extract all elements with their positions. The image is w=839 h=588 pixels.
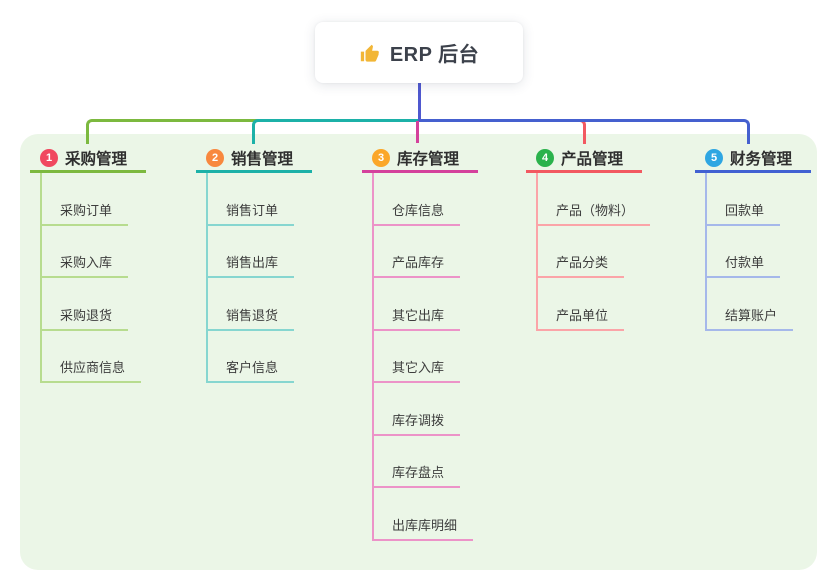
branch-purchase: 1 采购管理 采购订单 采购入库 采购退货 供应商信息 bbox=[30, 146, 146, 383]
branches-panel bbox=[20, 134, 817, 570]
child-label: 销售订单 bbox=[208, 204, 295, 226]
child-node[interactable]: 付款单 bbox=[707, 226, 811, 278]
child-node[interactable]: 其它出库 bbox=[374, 278, 478, 331]
branch-4-title: 产品管理 bbox=[561, 151, 624, 168]
root-title: ERP 后台 bbox=[389, 44, 480, 66]
branch-1-badge: 1 bbox=[40, 149, 58, 167]
child-label: 仓库信息 bbox=[374, 204, 461, 226]
child-label: 销售退货 bbox=[208, 309, 295, 331]
branch-5-children: 回款单 付款单 结算账户 bbox=[705, 173, 811, 331]
child-label: 产品库存 bbox=[374, 256, 461, 278]
branch-finance-node[interactable]: 5 财务管理 bbox=[695, 146, 811, 173]
child-label: 库存调拨 bbox=[374, 414, 461, 436]
child-label: 采购订单 bbox=[42, 204, 129, 226]
thumbs-up-icon bbox=[359, 42, 381, 64]
child-node[interactable]: 供应商信息 bbox=[42, 331, 146, 383]
child-label: 付款单 bbox=[707, 256, 781, 278]
connector-branch-2 bbox=[252, 119, 420, 144]
branch-purchase-node[interactable]: 1 采购管理 bbox=[30, 146, 146, 173]
child-label: 采购入库 bbox=[42, 256, 129, 278]
child-label: 产品（物料） bbox=[538, 204, 651, 226]
branch-sales-node[interactable]: 2 销售管理 bbox=[196, 146, 312, 173]
child-node[interactable]: 采购订单 bbox=[42, 173, 146, 226]
child-node[interactable]: 销售订单 bbox=[208, 173, 312, 226]
child-label: 其它入库 bbox=[374, 361, 461, 383]
branch-product-node[interactable]: 4 产品管理 bbox=[526, 146, 642, 173]
branch-2-title: 销售管理 bbox=[231, 151, 294, 168]
branch-inventory-node[interactable]: 3 库存管理 bbox=[362, 146, 478, 173]
branch-1-title: 采购管理 bbox=[65, 151, 128, 168]
child-label: 库存盘点 bbox=[374, 466, 461, 488]
child-label: 供应商信息 bbox=[42, 361, 142, 383]
child-label: 其它出库 bbox=[374, 309, 461, 331]
child-node[interactable]: 产品（物料） bbox=[538, 173, 651, 226]
child-node[interactable]: 库存调拨 bbox=[374, 383, 478, 436]
child-node[interactable]: 产品单位 bbox=[538, 278, 642, 331]
branch-2-badge: 2 bbox=[206, 149, 224, 167]
child-node[interactable]: 出库库明细 bbox=[374, 488, 478, 541]
branch-3-children: 仓库信息 产品库存 其它出库 其它入库 库存调拨 库存盘点 出库库明细 bbox=[372, 173, 478, 541]
branch-5-title: 财务管理 bbox=[730, 151, 793, 168]
branch-5-badge: 5 bbox=[705, 149, 723, 167]
branch-3-title: 库存管理 bbox=[397, 151, 460, 168]
child-label: 结算账户 bbox=[707, 309, 794, 331]
child-node[interactable]: 结算账户 bbox=[707, 278, 811, 331]
root-node[interactable]: ERP 后台 bbox=[315, 22, 523, 83]
root-connector bbox=[418, 83, 421, 121]
child-node[interactable]: 其它入库 bbox=[374, 331, 478, 383]
child-node[interactable]: 客户信息 bbox=[208, 331, 312, 383]
branch-2-children: 销售订单 销售出库 销售退货 客户信息 bbox=[206, 173, 312, 383]
child-label: 产品分类 bbox=[538, 256, 625, 278]
branch-3-badge: 3 bbox=[372, 149, 390, 167]
branch-sales: 2 销售管理 销售订单 销售出库 销售退货 客户信息 bbox=[196, 146, 312, 383]
child-label: 产品单位 bbox=[538, 309, 625, 331]
branch-finance: 5 财务管理 回款单 付款单 结算账户 bbox=[695, 146, 811, 331]
branch-product: 4 产品管理 产品（物料） 产品分类 产品单位 bbox=[526, 146, 651, 331]
child-node[interactable]: 销售出库 bbox=[208, 226, 312, 278]
child-label: 回款单 bbox=[707, 204, 781, 226]
child-node[interactable]: 销售退货 bbox=[208, 278, 312, 331]
child-node[interactable]: 仓库信息 bbox=[374, 173, 478, 226]
child-node[interactable]: 采购入库 bbox=[42, 226, 146, 278]
branch-4-badge: 4 bbox=[536, 149, 554, 167]
branch-1-children: 采购订单 采购入库 采购退货 供应商信息 bbox=[40, 173, 146, 383]
branch-4-children: 产品（物料） 产品分类 产品单位 bbox=[536, 173, 651, 331]
child-node[interactable]: 采购退货 bbox=[42, 278, 146, 331]
child-label: 采购退货 bbox=[42, 309, 129, 331]
child-node[interactable]: 回款单 bbox=[707, 173, 811, 226]
branch-inventory: 3 库存管理 仓库信息 产品库存 其它出库 其它入库 库存调拨 库存盘点 出库库… bbox=[362, 146, 478, 541]
child-label: 销售出库 bbox=[208, 256, 295, 278]
child-label: 出库库明细 bbox=[374, 519, 474, 541]
connector-branch-3 bbox=[416, 121, 419, 143]
child-node[interactable]: 产品库存 bbox=[374, 226, 478, 278]
child-node[interactable]: 库存盘点 bbox=[374, 436, 478, 488]
connector-branch-5 bbox=[419, 119, 750, 144]
child-label: 客户信息 bbox=[208, 361, 295, 383]
child-node[interactable]: 产品分类 bbox=[538, 226, 642, 278]
